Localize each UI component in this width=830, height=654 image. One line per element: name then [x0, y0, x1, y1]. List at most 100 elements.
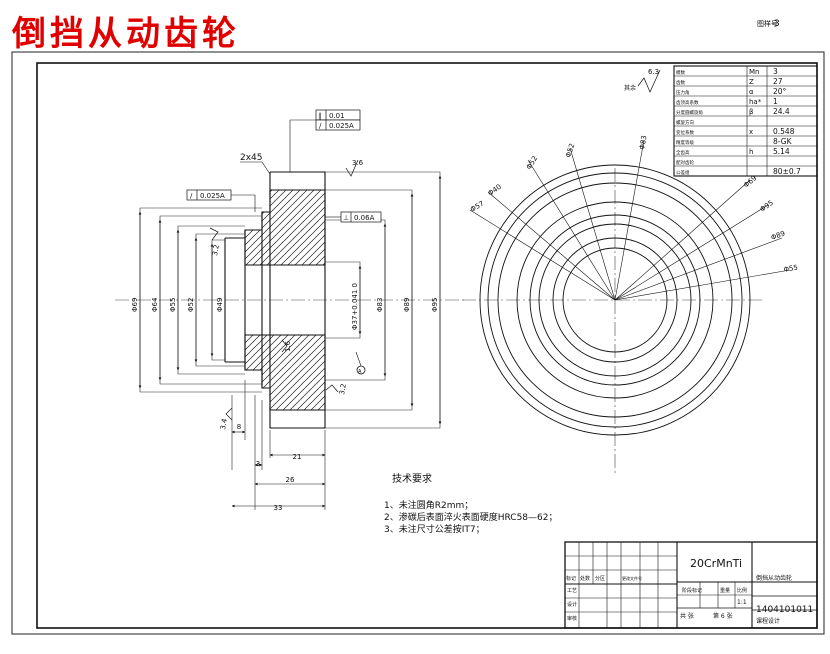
stage-label: 阶段标记 [682, 587, 702, 594]
drawing-number: 1404101011 [756, 605, 813, 615]
sheet-total: 共 张 [680, 612, 694, 620]
face-dim-4: Φ83 [638, 135, 648, 151]
param-cell-label: 压力角 [676, 89, 690, 96]
tolerance-frame-perp: ⊥ 0.06A [325, 211, 382, 223]
tolerance-frame-top: ∥ 0.01 / 0.025A [289, 109, 361, 172]
datum-a-label: A [358, 369, 362, 375]
param-cell-val: 8-GK [773, 137, 793, 146]
weight-label: 重量 [720, 587, 730, 594]
param-cell-label: 分度圆螺旋角 [676, 109, 703, 116]
roughness-bore: 1.6 [284, 340, 292, 352]
param-cell-sym: Z [749, 78, 754, 86]
param-cell-sym: ha* [749, 98, 762, 106]
dim-d49: Φ49 [216, 298, 224, 312]
param-cell-val: 20° [773, 87, 787, 96]
svg-text:/: / [319, 122, 322, 130]
param-cell-sym: β [749, 108, 753, 116]
face-dim-8: Φ55 [783, 264, 799, 274]
drawing-title: 倒挡从动齿轮 [12, 14, 240, 54]
scale-label: 比例 [737, 587, 747, 594]
organisation: 课程设计 [756, 617, 780, 625]
dim-bore: Φ37+0.041 0 [351, 283, 359, 330]
face-view: Φ57 Φ40 Φ52 Φ52 Φ83 Φ69 Φ95 Φ89 Φ55 [462, 135, 799, 475]
check-label: 审核 [567, 615, 577, 622]
param-cell-label: 模数 [676, 69, 685, 76]
dim-d52: Φ52 [187, 298, 195, 312]
tech-req-heading: 技术要求 [392, 472, 432, 485]
svg-text:0.025A: 0.025A [329, 122, 354, 130]
dim-d64: Φ64 [151, 297, 159, 312]
title-block [564, 541, 818, 629]
face-dim-3: Φ52 [564, 142, 576, 158]
param-cell-label: 齿数 [676, 79, 685, 86]
svg-text:⊥: ⊥ [343, 214, 349, 222]
face-dim-7: Φ89 [770, 229, 786, 241]
param-cell-label: 公差组 [676, 169, 690, 176]
sheet-no: 第 6 张 [713, 612, 733, 620]
param-cell-val: 0.548 [773, 127, 795, 136]
param-cell-label: 精度等级 [676, 139, 694, 146]
param-cell-val: 80±0.7 [773, 167, 801, 176]
dim-d89: Φ89 [403, 298, 411, 312]
inner-frame [36, 62, 818, 629]
param-cell-val: 3 [773, 67, 778, 76]
dim-d69: Φ69 [131, 298, 139, 312]
material-label: 20CrMnTi [690, 557, 742, 570]
param-cell-sym: x [749, 128, 753, 136]
part-name-label: 倒挡从动齿轮 [756, 574, 792, 582]
svg-text:0.025A: 0.025A [200, 192, 225, 200]
gear-rim-top-section [244, 189, 326, 266]
tech-req-item-2: 2、渗碳后表面淬火表面硬度HRC58—62； [384, 511, 558, 523]
roughness-right-face: 3.2 [338, 383, 348, 395]
dim-w26: 26 [286, 476, 295, 484]
param-cell-label: 齿顶高系数 [676, 99, 699, 106]
svg-text:/: / [190, 192, 193, 200]
roughness-top-right: 6.3 [648, 68, 659, 76]
tech-req-item-1: 1、未注圆角R2mm； [384, 499, 473, 511]
param-cell-val: 1 [773, 97, 778, 106]
dim-d55: Φ55 [169, 298, 177, 312]
param-cell-sym: h [749, 148, 753, 156]
count-label: 处数 [580, 575, 590, 582]
change-no-label: 更改文件号 [622, 575, 642, 581]
corner-label-heading: 图样号 [757, 19, 778, 28]
tolerance-frame-left: / 0.025A [186, 189, 256, 212]
dim-w33: 33 [274, 504, 283, 512]
svg-text:0.06A: 0.06A [354, 214, 375, 222]
face-dim-0: Φ57 [469, 200, 485, 214]
param-cell-sym: Mn [749, 68, 759, 76]
face-dim-2: Φ52 [525, 155, 539, 171]
corner-label: 3 [774, 19, 780, 29]
technical-requirements: 技术要求 1、未注圆角R2mm； 2、渗碳后表面淬火表面硬度HRC58—62； … [384, 472, 558, 535]
chamfer-label: 2x45 [240, 153, 263, 163]
section-view: Φ69 Φ64 Φ55 Φ52 Φ49 Φ37+0.041 0 Φ83 Φ89 … [115, 109, 465, 512]
process-label: 工艺 [567, 588, 577, 594]
face-dim-1: Φ40 [487, 183, 503, 198]
gear-parameter-table: 模数 Mn 3 齿数 Z 27 压力角 α 20° 齿顶高系数 ha* 1 分度圆螺旋角 β 24.4 螺旋方… [673, 65, 818, 177]
roughness-note: 其余 [624, 84, 636, 92]
scale-value: 1:1 [737, 599, 747, 606]
param-cell-label: 变位系数 [676, 129, 694, 136]
dim-d95: Φ95 [431, 298, 439, 312]
roughness-left-step: 3.4 [219, 417, 229, 430]
param-cell-val: 27 [773, 77, 783, 86]
param-cell-label: 全齿高 [676, 149, 690, 156]
outer-frame [11, 51, 825, 635]
param-cell-label: 配对齿轮 [676, 159, 694, 166]
param-cell-sym: α [749, 88, 754, 96]
roughness-hub-top: 3.6 [352, 159, 364, 167]
param-cell-label: 螺旋方向 [676, 119, 694, 126]
design-label: 设计 [567, 601, 577, 608]
mark-label: 标记 [566, 575, 576, 582]
param-cell-val: 5.14 [773, 147, 790, 156]
dim-d83: Φ83 [376, 298, 384, 312]
param-cell-val: 24.4 [773, 107, 790, 116]
roughness-inner-step: 3.2 [211, 244, 221, 256]
dim-w8: 8 [237, 423, 241, 431]
title-block-text: 20CrMnTi 倒挡从动齿轮 1404101011 课程设计 阶段标记 重量 … [566, 557, 813, 625]
face-dim-6: Φ95 [759, 199, 775, 214]
tech-req-item-3: 3、未注尺寸公差按IT7； [384, 523, 485, 535]
dim-w3: 3 [256, 460, 260, 468]
dim-w21: 21 [293, 453, 302, 461]
